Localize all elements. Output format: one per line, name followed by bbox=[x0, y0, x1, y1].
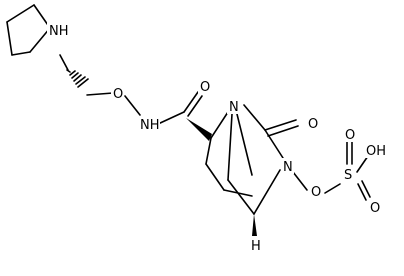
atom-ring-n: N bbox=[283, 160, 293, 175]
atom-stereo-h: H bbox=[251, 239, 261, 254]
atom-sulfur-o-top: O bbox=[345, 128, 355, 143]
atom-pyrrolidine-nh: NH bbox=[49, 24, 69, 39]
atom-hydroxylamine-o: O bbox=[113, 87, 123, 102]
atom-amide-nh: NH bbox=[140, 118, 160, 133]
atom-bridgehead-n: N bbox=[229, 100, 239, 115]
stereo-bold-wedge-2 bbox=[252, 214, 257, 236]
atom-sulfur-oh: OH bbox=[366, 144, 386, 159]
stereo-bold-wedge-1 bbox=[186, 118, 212, 141]
atom-amide-o: O bbox=[200, 80, 210, 95]
atom-sulfur: S bbox=[344, 168, 352, 183]
atom-urea-o: O bbox=[308, 117, 318, 132]
bonds bbox=[6, 4, 371, 236]
atom-sulfur-o-bottom: O bbox=[370, 201, 380, 216]
atom-labels: NH O NH O N O N O S OH O O H bbox=[47, 22, 388, 254]
atom-sulfate-o-link: O bbox=[311, 185, 321, 200]
stereo-hashed-wedge-1 bbox=[66, 69, 89, 88]
